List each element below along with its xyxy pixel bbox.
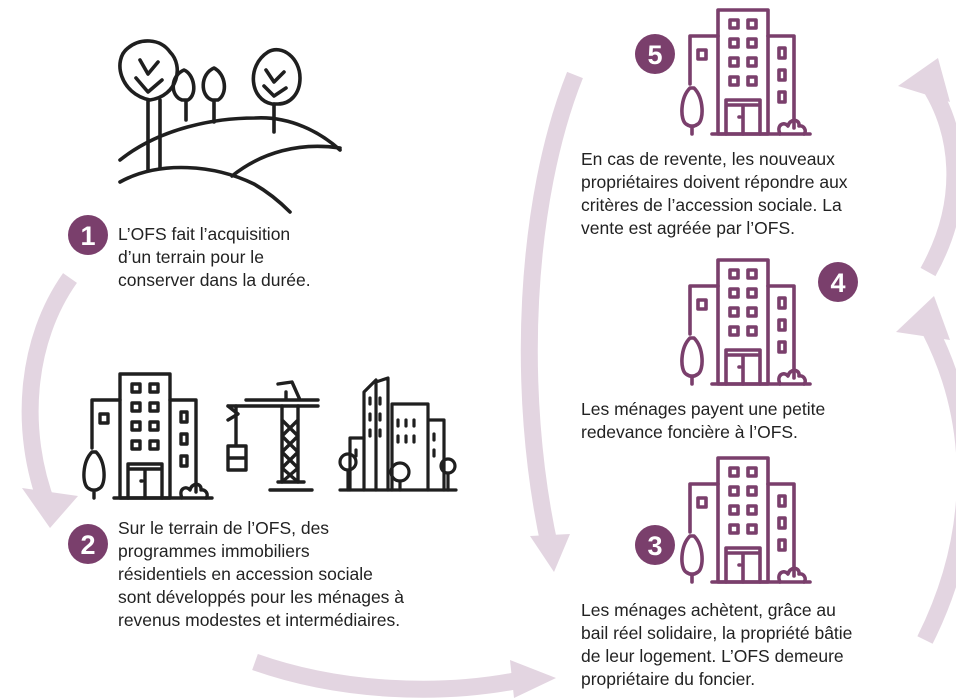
step3-description: Les ménages achètent, grâce au bail réel… — [581, 599, 852, 691]
trees-hill-icon — [118, 39, 342, 214]
step2-badge: 2 — [80, 530, 95, 560]
step2-line: résidentiels en accession sociale — [118, 564, 373, 584]
step1-line: conserver dans la durée. — [118, 270, 311, 290]
building-icon — [680, 456, 812, 584]
arrow-step5-to-step2 — [520, 71, 583, 550]
step2-line: programmes immobiliers — [118, 541, 310, 561]
building-icon — [82, 372, 214, 500]
step3-line: Les ménages achètent, grâce au — [581, 600, 836, 620]
step5-badge: 5 — [647, 40, 662, 70]
step5-line: vente est agréée par l’OFS. — [581, 218, 795, 238]
step1-line: L’OFS fait l’acquisition — [118, 224, 291, 244]
step5-description: En cas de revente, les nouveaux propriét… — [581, 148, 848, 240]
step2-line: Sur le terrain de l’OFS, des — [118, 518, 330, 538]
arrowhead-step4 — [896, 296, 950, 340]
step4-badge: 4 — [830, 268, 845, 298]
step3-line: propriétaire du foncier. — [581, 669, 756, 689]
crane-icon — [226, 380, 320, 492]
step4-description: Les ménages payent une petite redevance … — [581, 398, 825, 444]
step1-description: L’OFS fait l’acquisition d’un terrain po… — [118, 223, 311, 292]
step3-line: de leur logement. L’OFS demeure — [581, 646, 844, 666]
step1-line: d’un terrain pour le — [118, 247, 264, 267]
arrowhead-step3 — [510, 660, 556, 698]
arrow-step3-to-step4 — [917, 326, 956, 644]
building-icon — [680, 8, 812, 136]
arrow-step4-to-step5 — [918, 75, 956, 277]
step2-description: Sur le terrain de l’OFS, des programmes … — [118, 517, 404, 632]
building-icon — [680, 258, 812, 386]
cycle-arrowheads — [22, 58, 950, 698]
step4-line: redevance foncière à l’OFS. — [581, 422, 798, 442]
arrowhead-step5 — [898, 58, 950, 102]
step5-line: En cas de revente, les nouveaux — [581, 149, 835, 169]
city-icon — [338, 376, 458, 492]
arrow-step1-to-step2 — [21, 273, 77, 511]
step2-line: sont développés pour les ménages à — [118, 587, 405, 607]
arrow-step2-to-step3 — [252, 653, 522, 698]
step5-line: critères de l’accession sociale. La — [581, 195, 842, 215]
arrowhead-step2 — [22, 488, 78, 528]
step3-badge: 3 — [647, 531, 662, 561]
step2-line: revenus modestes et intermédiaires. — [118, 610, 401, 630]
step3-line: bail réel solidaire, la propriété bâtie — [581, 623, 853, 643]
cycle-arrows — [21, 71, 956, 698]
step4-line: Les ménages payent une petite — [581, 399, 826, 419]
step1-badge: 1 — [80, 221, 95, 251]
arrowhead-step5-to-2 — [530, 534, 570, 572]
step5-line: propriétaires doivent répondre aux — [581, 172, 848, 192]
